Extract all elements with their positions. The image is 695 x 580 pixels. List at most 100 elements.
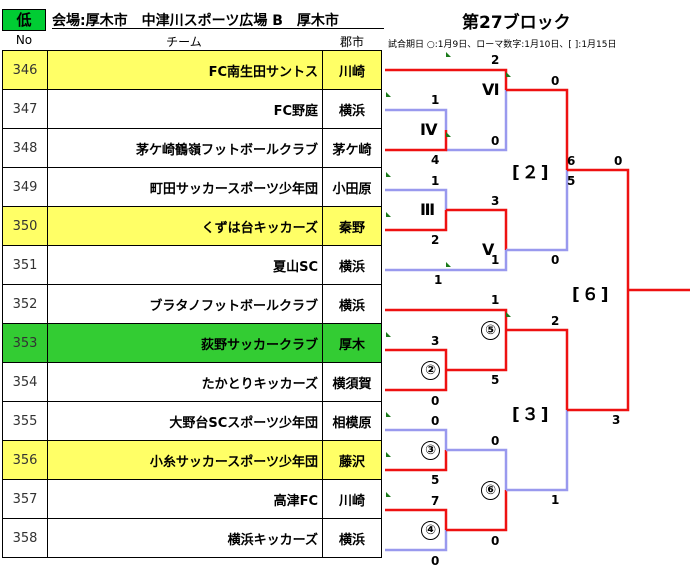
score-label: 3 [491,194,500,208]
marker-icon [386,212,391,217]
team-city: 横浜 [322,518,382,558]
bracket-line [385,68,508,90]
score-label: 0 [431,394,440,408]
score-label: 0 [491,534,500,548]
block-title: 第27ブロック [462,13,571,33]
marker-icon [386,492,391,497]
bracket-line [446,448,508,490]
bracket-line [385,250,508,272]
bracket-line [385,530,448,552]
score-label: 2 [431,233,440,247]
bracket-line [385,428,448,450]
venue-title: 会場:厚木市 中津川スポーツ広場 B 厚木市 [52,13,339,29]
score-label: 0 [431,414,440,428]
team-name: FC南生田サントス [47,50,323,90]
bracket-line [506,328,569,410]
category-badge: 低 [2,9,46,31]
bracket-line [446,208,508,250]
team-no: 347 [2,89,48,129]
col-header-team: チーム [166,35,202,49]
marker-icon [506,72,511,77]
bracket-line [506,88,569,170]
score-label: 1 [434,273,443,287]
match-label-III: Ⅲ [420,200,436,219]
bracket-line [446,330,508,372]
score-label: 5 [491,373,500,387]
team-name: 小糸サッカースポーツ少年団 [47,440,323,480]
bracket-line [446,90,508,152]
match-label-V: Ⅴ [482,240,495,259]
score-label: 0 [431,554,440,568]
marker-icon [386,172,391,177]
score-label: 4 [431,153,440,167]
bracket-line [385,308,508,330]
marker-icon [446,52,451,57]
bracket-line [385,508,448,530]
score-label: 0 [491,434,500,448]
match-label-2: ② [421,361,440,380]
bracket-line [385,210,448,232]
team-name: ブラタノフットボールクラブ [47,284,323,324]
team-city: 川崎 [322,50,382,90]
marker-icon [506,312,511,317]
score-label: 6 [567,154,576,168]
score-label: 3 [431,334,440,348]
team-name: 横浜キッカーズ [47,518,323,558]
score-label: 2 [551,314,560,328]
match-label-IV: Ⅳ [420,120,438,139]
score-label: 1 [431,93,440,107]
team-city: 藤沢 [322,440,382,480]
bracket-line [506,410,569,492]
score-label: 1 [491,253,500,267]
team-no: 355 [2,401,48,441]
header-divider [52,28,384,29]
col-header-no: No [15,33,33,47]
team-no: 358 [2,518,48,558]
score-label: 5 [431,473,440,487]
team-city: 秦野 [322,206,382,246]
match-label-3: ③ [421,441,440,460]
score-label: 0 [551,253,560,267]
team-name: 大野台SCスポーツ少年団 [47,401,323,441]
score-label: 1 [431,174,440,188]
bracket-line [506,170,569,252]
team-no: 348 [2,128,48,168]
marker-icon [386,92,391,97]
match-label-4: ④ [421,521,440,540]
team-name: 夏山SC [47,245,323,285]
team-no: 350 [2,206,48,246]
score-label: 0 [491,134,500,148]
bracket-line [385,108,448,130]
marker-icon [446,132,451,137]
score-label: 7 [431,494,440,508]
bracket-line [567,290,630,412]
team-name: 茅ケ崎鶴嶺フットボールクラブ [47,128,323,168]
score-label: 1 [551,493,560,507]
col-header-city: 郡市 [339,35,364,49]
match-label-5: ⑤ [481,321,500,340]
team-city: 横浜 [322,89,382,129]
marker-icon [386,332,391,337]
team-name: くずは台キッカーズ [47,206,323,246]
team-city: 茅ケ崎 [322,128,382,168]
match-label-b6: [６] [572,285,611,305]
marker-icon [446,262,451,267]
marker-icon [386,412,391,417]
team-city: 小田原 [322,167,382,207]
bracket-line [385,450,448,472]
team-city: 厚木 [322,323,382,363]
score-label: 2 [491,53,500,67]
bracket-line [446,490,508,532]
score-label: 1 [491,293,500,307]
score-label: 0 [614,154,623,168]
match-label-b3: [３] [512,405,551,425]
marker-icon [386,452,391,457]
